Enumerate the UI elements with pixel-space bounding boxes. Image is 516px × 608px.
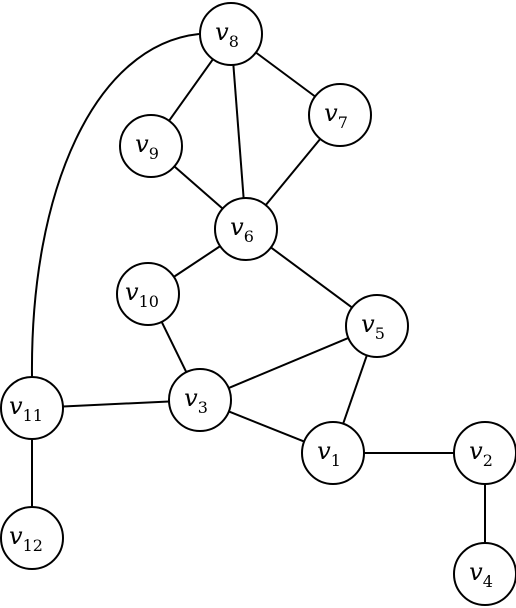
edge-v8-v9 [168,58,214,122]
edge-v9-v6 [173,165,224,210]
node-circle-v2 [453,421,516,485]
node-v10: v10 [116,262,180,326]
node-circle-v12 [0,506,64,570]
edge-v6-v10 [173,245,221,278]
node-circle-v11 [0,376,64,440]
node-label-v10: v10 [125,278,159,311]
node-v2: v2 [453,421,516,485]
node-v9: v9 [119,114,183,178]
node-v7: v7 [308,83,372,147]
node-v12: v12 [0,506,64,570]
edge-v5-v1 [342,354,368,425]
node-v11: v11 [0,376,64,440]
node-v3: v3 [168,368,232,432]
node-label-v11: v11 [9,392,43,425]
node-label-v12: v12 [9,522,43,555]
node-label-v2: v2 [469,437,493,470]
node-v5: v5 [345,294,409,358]
node-label-v1: v1 [317,437,341,470]
node-circle-v6 [214,197,278,261]
node-label-v9: v9 [135,130,159,163]
edge-v8-v6 [232,64,245,199]
edge-v3-v1 [228,410,305,443]
edge-v10-v3 [160,321,188,373]
edges-layer [30,33,486,543]
node-v8: v8 [199,2,263,66]
node-v6: v6 [214,197,278,261]
edge-v7-v6 [264,138,322,206]
node-label-v8: v8 [215,18,239,51]
node-circle-v8 [199,2,263,66]
edge-v8-v11 [30,33,200,378]
edge-v6-v5 [270,246,353,309]
node-circle-v10 [116,262,180,326]
node-label-v7: v7 [324,99,348,132]
node-circle-v1 [301,421,365,485]
node-label-v4: v4 [469,558,493,591]
node-label-v6: v6 [230,213,254,246]
node-label-v3: v3 [184,384,208,417]
edge-v3-v11 [62,400,170,408]
node-label-v5: v5 [361,310,385,343]
edge-v5-v3 [228,337,349,389]
node-circle-v7 [308,83,372,147]
node-circle-v5 [345,294,409,358]
node-circle-v3 [168,368,232,432]
node-v1: v1 [301,421,365,485]
node-circle-v4 [453,542,516,606]
edge-v8-v7 [255,51,316,98]
node-circle-v9 [119,114,183,178]
node-v4: v4 [453,542,516,606]
